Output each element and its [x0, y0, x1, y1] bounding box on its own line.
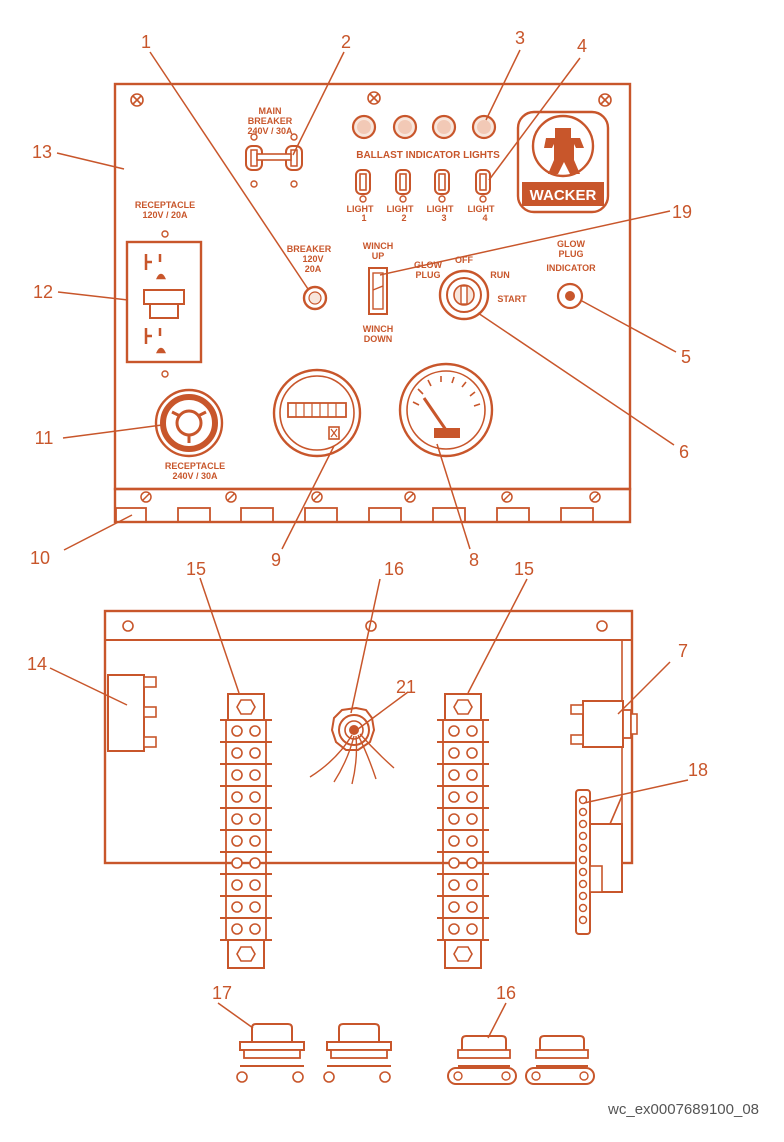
receptacle-240-label-2: 240V / 30A: [172, 471, 218, 481]
light-4-number: 4: [482, 213, 487, 223]
bottom-fittings: [236, 1023, 595, 1085]
receptacle-240-label-1: RECEPTACLE: [165, 461, 225, 471]
glow-indicator-label-2: PLUG: [558, 249, 583, 259]
light-switches: LIGHT 1 LIGHT 2 LIGHT 3 LIGHT 4: [347, 169, 495, 223]
main-breaker-label-2: BREAKER: [248, 116, 293, 126]
callout-13: 13: [32, 142, 52, 162]
wacker-logo: WACKER: [516, 110, 610, 214]
winch-down-label-2: DOWN: [364, 334, 393, 344]
callout-9: 9: [271, 550, 281, 570]
light-3-word: LIGHT: [427, 204, 454, 214]
ballast-indicator-lights: BALLAST INDICATOR LIGHTS: [351, 114, 500, 161]
callout-18: 18: [688, 760, 708, 780]
callout-17: 17: [212, 983, 232, 1003]
winch-down-label-1: WINCH: [363, 324, 394, 334]
callout-16-bottom: 16: [496, 983, 516, 1003]
hour-meter: [272, 368, 362, 458]
key-run-label: RUN: [490, 270, 510, 280]
breaker-120-label-2: 120V: [302, 254, 323, 264]
receptacle-240v: RECEPTACLE 240V / 30A: [154, 388, 225, 481]
callout-8: 8: [469, 550, 479, 570]
breaker-120-label-3: 20A: [305, 264, 322, 274]
callout-15-left: 15: [186, 559, 206, 579]
light-4-word: LIGHT: [468, 204, 495, 214]
callout-19: 19: [672, 202, 692, 222]
receptacle-120-label-2: 120V / 20A: [142, 210, 188, 220]
receptacle-120-label-1: RECEPTACLE: [135, 200, 195, 210]
callout-2: 2: [341, 32, 351, 52]
callout-3: 3: [515, 28, 525, 48]
key-off-label: OFF: [455, 255, 473, 265]
brand-name: WACKER: [530, 187, 597, 204]
callout-1: 1: [141, 32, 151, 52]
light-3-number: 3: [441, 213, 446, 223]
wire-harness-connector: [309, 706, 395, 785]
callout-21: 21: [396, 677, 416, 697]
rocker-switch-right: [570, 700, 638, 748]
winch-up-label-1: WINCH: [363, 241, 394, 251]
callout-4: 4: [577, 36, 587, 56]
relay-left: [107, 674, 157, 752]
callout-10: 10: [30, 548, 50, 568]
glow-indicator-label-3: INDICATOR: [546, 263, 596, 273]
main-breaker-label-1: MAIN: [259, 106, 282, 116]
winch-switch: WINCH UP WINCH DOWN: [363, 241, 394, 344]
callout-7: 7: [678, 641, 688, 661]
figure-id: wc_ex0007689100_08: [607, 1101, 759, 1118]
main-breaker: MAIN BREAKER 240V / 30A: [245, 106, 303, 188]
light-1-word: LIGHT: [347, 204, 374, 214]
light-2-word: LIGHT: [387, 204, 414, 214]
diode-board: [575, 789, 623, 935]
callout-11: 11: [35, 428, 54, 448]
callout-numbers: 1 2 3 4 5 6 7 8 9 10 11 12 13 14 15 15 1…: [27, 28, 708, 1003]
glow-plug-indicator: GLOW PLUG INDICATOR: [546, 239, 596, 310]
callout-6: 6: [679, 442, 689, 462]
light-2-number: 2: [401, 213, 406, 223]
breaker-120-label-1: BREAKER: [287, 244, 332, 254]
callout-15-right: 15: [514, 559, 534, 579]
bottom-strip: [115, 491, 601, 523]
terminal-strip-left: [219, 693, 273, 969]
callout-12: 12: [33, 282, 53, 302]
key-switch: GLOW PLUG OFF RUN START: [414, 255, 527, 321]
glow-plug-label-2: PLUG: [415, 270, 440, 280]
light-1-number: 1: [361, 213, 366, 223]
receptacle-120v: RECEPTACLE 120V / 20A: [125, 200, 203, 378]
breaker-120v: BREAKER 120V 20A: [287, 244, 332, 311]
leader-lines: [49, 49, 689, 1039]
main-breaker-label-3: 240V / 30A: [247, 126, 293, 136]
key-start-label: START: [497, 294, 527, 304]
callout-5: 5: [681, 347, 691, 367]
terminal-strip-right: [436, 693, 490, 969]
callout-16-top: 16: [384, 559, 404, 579]
winch-up-label-2: UP: [372, 251, 385, 261]
rear-enclosure: [103, 609, 634, 865]
glow-indicator-label-1: GLOW: [557, 239, 585, 249]
callout-14: 14: [27, 654, 47, 674]
ballast-indicator-label: BALLAST INDICATOR LIGHTS: [356, 150, 500, 161]
gauge: [398, 362, 494, 458]
